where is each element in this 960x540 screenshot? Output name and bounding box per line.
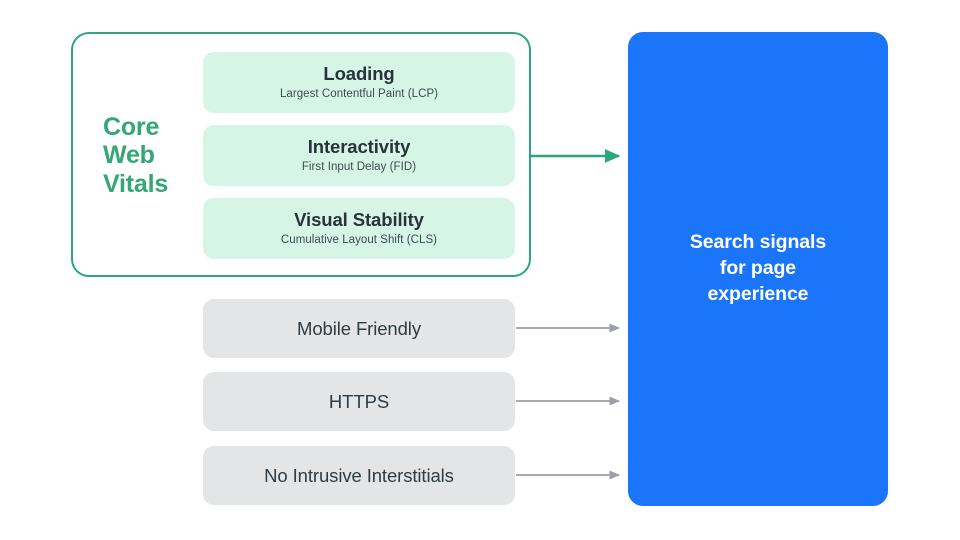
visual-stability-pill-title: Visual Stability [294, 209, 424, 231]
core-web-vitals-label-line-1: Core [103, 113, 160, 141]
loading-pill[interactable]: Loading Largest Contentful Paint (LCP) [203, 52, 515, 113]
mobile-friendly-pill[interactable]: Mobile Friendly [203, 299, 515, 358]
no-intrusive-interstitials-pill-title: No Intrusive Interstitials [264, 464, 454, 486]
visual-stability-pill-subtitle: Cumulative Layout Shift (CLS) [280, 233, 438, 246]
no-intrusive-interstitials-pill[interactable]: No Intrusive Interstitials [203, 446, 515, 505]
core-web-vitals-label-line-2: Web [103, 141, 155, 170]
core-web-vitals-label-line-3: Vitals [103, 169, 169, 198]
interactivity-pill-title: Interactivity [307, 136, 411, 158]
search-signals-box-label: Search signals for page experience [689, 231, 827, 305]
search-signals-box[interactable]: Search signals for page experience [628, 32, 888, 506]
mobile-friendly-pill-title: Mobile Friendly [297, 317, 421, 339]
loading-pill-title: Loading [323, 63, 395, 85]
loading-pill-subtitle: Largest Contentful Paint (LCP) [279, 87, 439, 100]
visual-stability-pill[interactable]: Visual Stability Cumulative Layout Shift… [203, 198, 515, 259]
https-pill-title: HTTPS [328, 390, 390, 412]
interactivity-pill[interactable]: Interactivity First Input Delay (FID) [203, 125, 515, 186]
https-pill[interactable]: HTTPS [203, 372, 515, 431]
interactivity-pill-subtitle: First Input Delay (FID) [301, 160, 417, 173]
core-web-vitals-label: Core Web Vitals [103, 113, 193, 198]
